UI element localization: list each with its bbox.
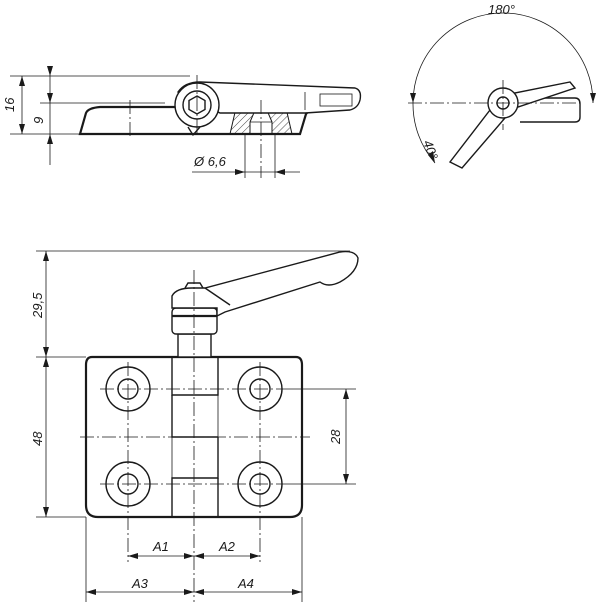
dim-swing-angle: 180° <box>488 2 515 17</box>
dim-bore-diameter: Ø 6,6 <box>193 154 227 169</box>
dim-lever-height: 29,5 <box>30 292 45 319</box>
dim-plate-width-right: A4 <box>237 576 254 591</box>
dim-plate-width-left: A3 <box>131 576 149 591</box>
dim-hole-spacing: 28 <box>328 429 343 445</box>
side-view: 16 9 Ø 6,6 <box>2 66 362 178</box>
dim-height-lower: 9 <box>31 117 46 124</box>
swing-view: 180° 40° <box>408 2 596 169</box>
dim-tilt-angle: 40° <box>420 138 441 162</box>
dim-hole-offset-right: A2 <box>218 539 236 554</box>
dim-plate-height: 48 <box>30 431 45 446</box>
dim-height-total: 16 <box>2 97 17 112</box>
front-view: 29,5 48 28 A1 A2 A3 A4 <box>30 250 359 602</box>
dim-hole-offset-left: A1 <box>152 539 169 554</box>
